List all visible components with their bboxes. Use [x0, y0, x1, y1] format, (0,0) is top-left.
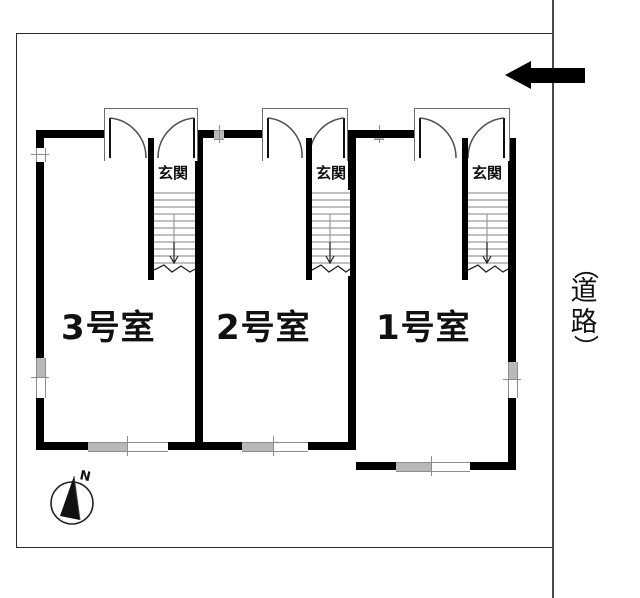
unit-1-room-label: 1号室 — [376, 308, 471, 348]
unit-2-room-label: 2号室 — [216, 308, 311, 348]
unit-1-stairs — [467, 190, 509, 276]
party-wall-3-2 — [195, 130, 203, 450]
unit-3-room-label: 3号室 — [61, 308, 156, 348]
unit-3-entrance-doors — [106, 110, 198, 160]
unit-3-wall-top-left — [36, 130, 108, 138]
unit-1-wall-right — [508, 138, 516, 470]
unit-3-window-left-upper-tick — [31, 154, 49, 156]
party-wall-2-1 — [348, 130, 356, 450]
unit-2-window-bottom-b — [274, 442, 308, 452]
unit-3-stairs — [153, 190, 196, 276]
unit-3-window-bottom-a — [88, 442, 128, 452]
unit-3-window-bottom-b — [128, 442, 168, 452]
road-label-close-paren: ） — [571, 334, 600, 360]
unit-1-window-right-a — [508, 362, 518, 380]
unit-2-hall-partition — [306, 138, 312, 280]
unit-3-hall-partition — [148, 138, 154, 280]
unit-1-window-right-b — [508, 380, 518, 398]
unit-2-stairs — [311, 190, 351, 276]
unit-2-porch-floor — [264, 138, 344, 160]
unit-2-window-bottom-tick — [273, 436, 275, 456]
compass-rose: N — [46, 466, 102, 528]
unit-3-wall-top-right — [194, 130, 256, 138]
unit-1-window-bottom-b — [432, 462, 470, 472]
unit-1-window-bottom-a — [396, 462, 432, 472]
unit-1-wall-top-left — [356, 130, 418, 138]
road-label: （ 道路 ） — [562, 254, 606, 359]
unit-3-wall-left — [36, 130, 44, 450]
entry-direction-arrow — [505, 60, 585, 90]
unit-3-window-left-lower-tick — [31, 377, 49, 379]
unit-3-window-left-lower-a — [36, 358, 46, 378]
unit-1-entrance-label: 玄関 — [472, 164, 503, 182]
compass-north-letter: N — [78, 468, 92, 485]
unit-3-window-bottom-tick — [127, 436, 129, 456]
unit-2-window-bottom-a — [242, 442, 274, 452]
unit-3-window-top-tick — [219, 125, 221, 143]
unit-2-entrance-label: 玄関 — [316, 164, 347, 182]
unit-1-window-bottom-tick — [431, 456, 433, 476]
road-label-text: 道路 — [570, 276, 598, 338]
unit-1-hall-partition — [462, 138, 468, 280]
unit-1-window-right-tick — [503, 379, 521, 381]
unit-3-entrance-label: 玄関 — [158, 164, 189, 182]
unit-3-window-left-lower-b — [36, 378, 46, 398]
road-boundary-line — [552, 0, 554, 598]
road-label-open-paren: （ — [571, 254, 600, 280]
unit-1-entrance-doors — [416, 110, 510, 160]
